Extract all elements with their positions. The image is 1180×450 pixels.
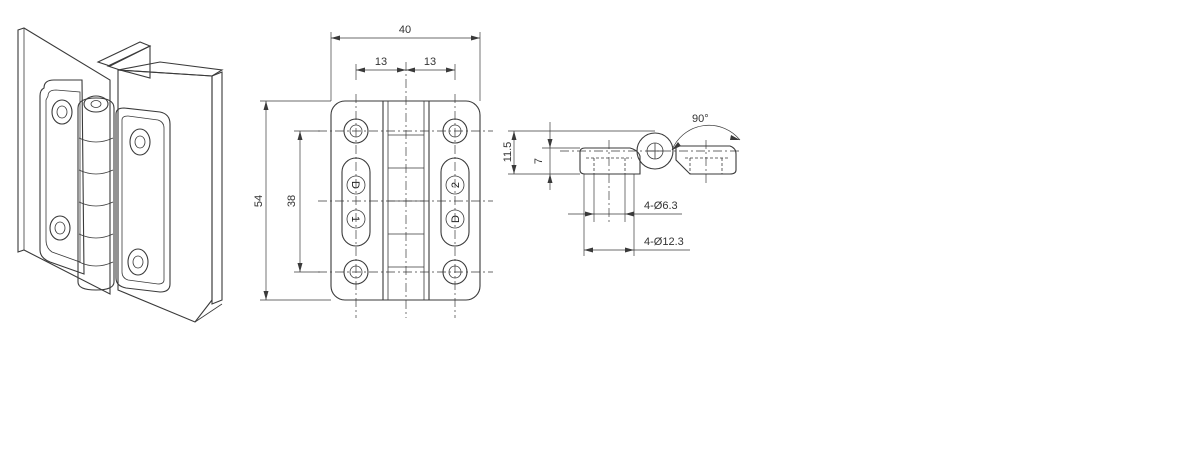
dim-pitch-left: 13 <box>375 56 387 68</box>
left-leaf-mark-bottom: 1 <box>349 216 361 222</box>
left-leaf-mark-top: D <box>349 181 361 189</box>
front-view: D 1 2 D 40 13 13 54 <box>253 24 493 318</box>
isometric-left-leaf <box>39 79 85 275</box>
isometric-right-leaf <box>115 107 171 293</box>
dim-overall-height: 54 <box>253 195 265 207</box>
dim-hole-spacing: 38 <box>286 195 298 207</box>
dim-small-hole: 4-Ø6.3 <box>644 200 678 212</box>
iso-hole-left-bottom <box>49 215 71 241</box>
dim-pitch-right: 13 <box>424 56 436 68</box>
iso-hole-right-bottom <box>127 248 149 276</box>
side-right-leaf <box>675 145 737 175</box>
isometric-view <box>17 27 224 323</box>
dim-leaf-thickness: 7 <box>533 158 545 164</box>
dim-large-hole: 4-Ø12.3 <box>644 236 684 248</box>
dim-overall-width: 40 <box>399 24 411 36</box>
pin-head <box>83 95 109 113</box>
right-leaf-mark-bottom: D <box>450 215 462 223</box>
iso-hole-left-top <box>51 99 73 125</box>
right-leaf-mark-top: 2 <box>450 182 462 188</box>
dim-total-thickness: 11.5 <box>502 142 514 163</box>
side-view: 11.5 7 4-Ø6.3 4-Ø12.3 90° <box>502 113 741 256</box>
front-view-body <box>330 100 481 301</box>
right-mounting-panel <box>117 69 213 323</box>
iso-hole-right-top <box>129 128 151 156</box>
left-mounting-panel <box>17 27 111 295</box>
side-left-leaf <box>579 147 641 175</box>
top-flange <box>96 41 152 67</box>
hinge-knuckle <box>77 97 115 291</box>
dim-opening-angle: 90° <box>692 113 709 125</box>
